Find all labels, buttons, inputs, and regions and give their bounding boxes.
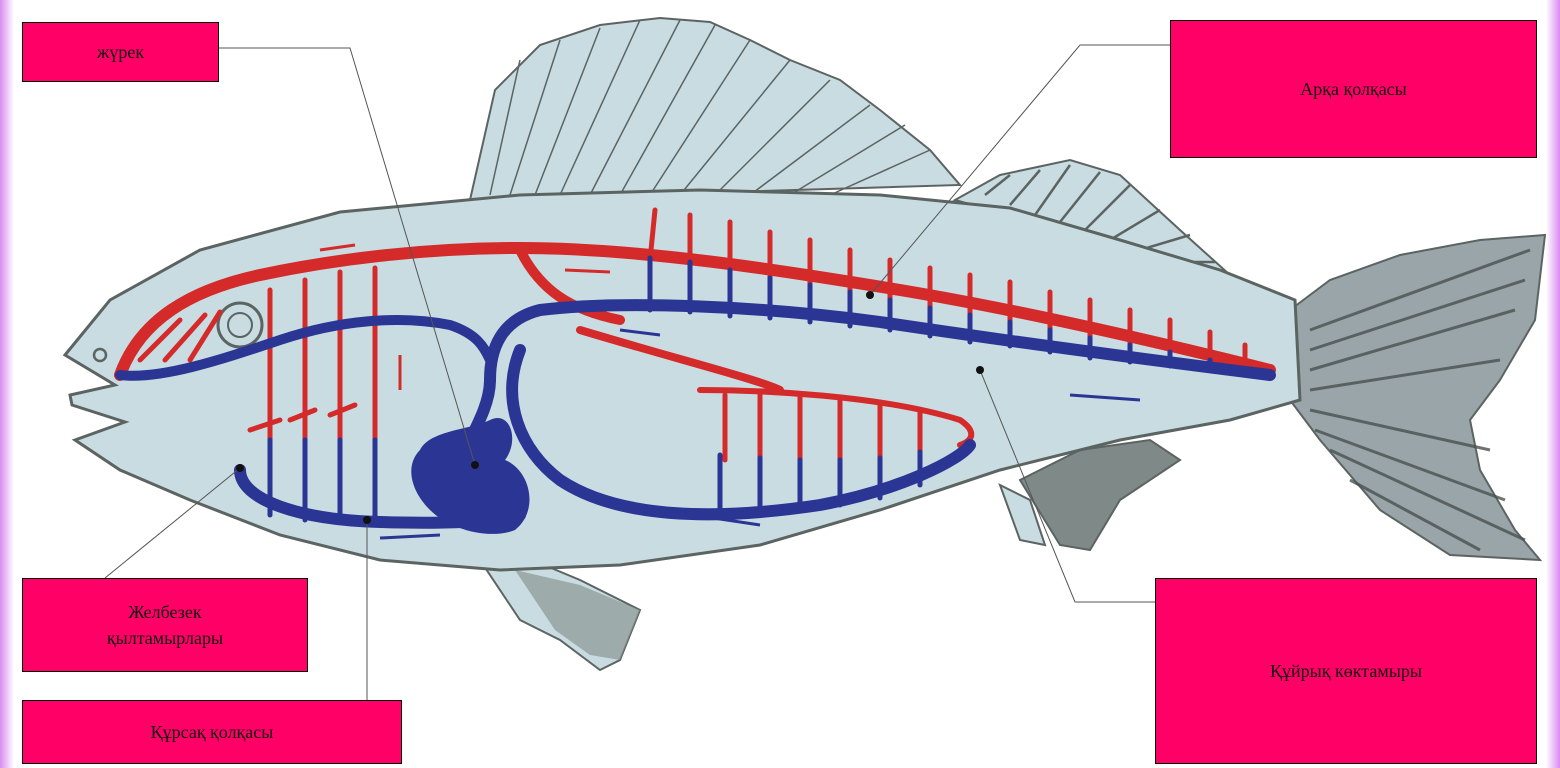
dorsal-fin: [470, 18, 960, 200]
dorsal-aorta-label-text: Арқа қолқасы: [1300, 76, 1407, 102]
ventral-aorta-label-text: Құрсақ қолқасы: [151, 719, 274, 745]
heart-label: жүрек: [22, 22, 219, 82]
caudal-vein-label: Құйрық көктамыры: [1155, 578, 1537, 764]
pelvic-fin: [480, 555, 640, 670]
ventral-aorta-label: Құрсақ қолқасы: [22, 700, 402, 764]
gill-arteries-label: Желбезек қылтамырлары: [22, 578, 308, 672]
heart-label-text: жүрек: [97, 39, 144, 65]
gill-arteries-label-line1: Желбезек: [128, 599, 201, 625]
tail-fin: [1290, 235, 1545, 560]
caudal-vein-label-text: Құйрық көктамыры: [1270, 658, 1422, 684]
dorsal-aorta-label: Арқа қолқасы: [1170, 20, 1537, 158]
gill-arteries-label-line2: қылтамырлары: [107, 625, 223, 651]
